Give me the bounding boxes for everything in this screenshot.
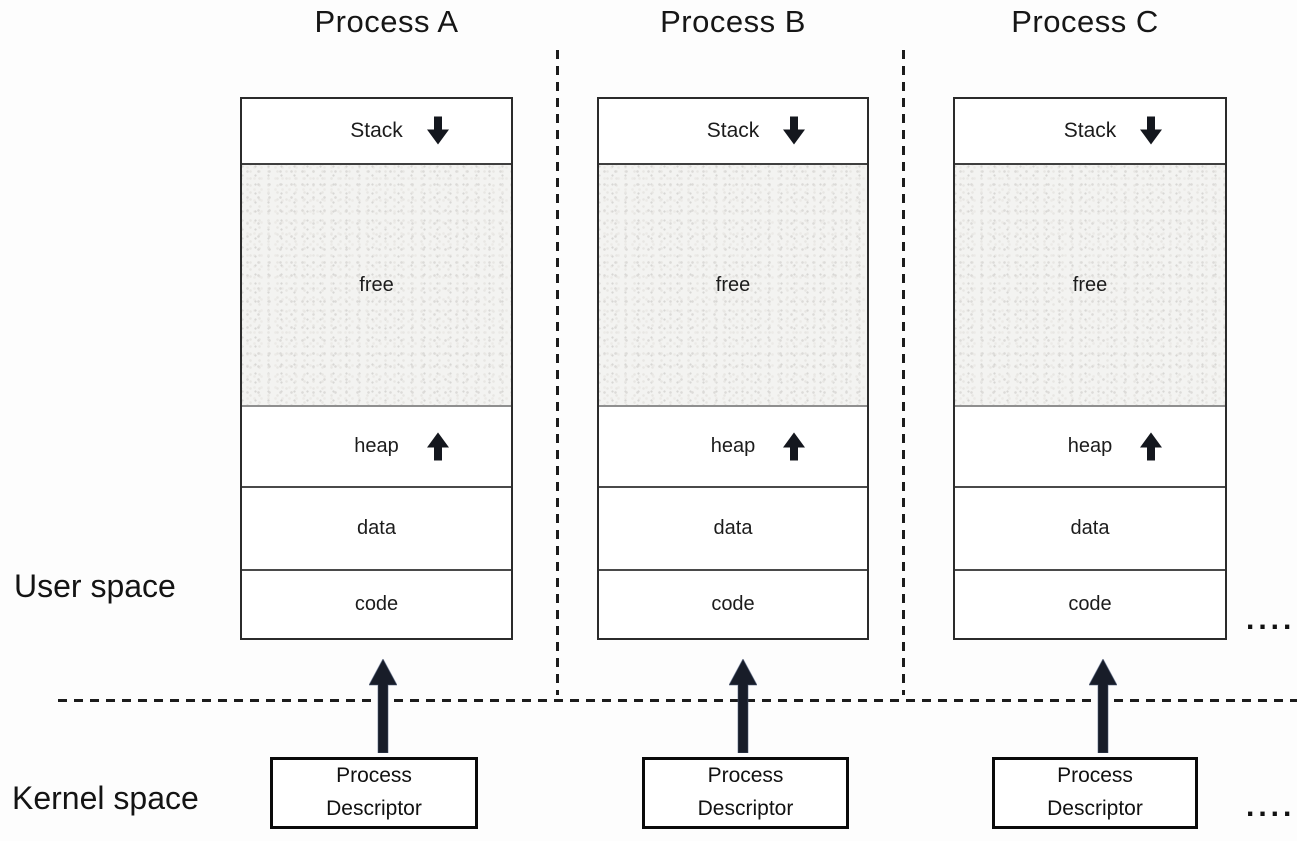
stack-down-arrow-icon: [1140, 116, 1162, 145]
code-section: code: [599, 571, 867, 638]
data-label: data: [713, 517, 753, 539]
data-label: data: [357, 517, 396, 539]
descriptor-line2: Descriptor: [326, 797, 422, 820]
descriptor-up-arrow-icon: [728, 657, 758, 754]
descriptor-line1: Process: [1057, 764, 1133, 788]
free-label: free: [715, 273, 751, 296]
process-a-title: Process A: [314, 4, 459, 39]
code-section: code: [242, 571, 511, 638]
free-label: free: [1072, 273, 1108, 296]
descriptor-line2: Descriptor: [697, 797, 794, 820]
user-kernel-boundary-line: [58, 699, 1297, 702]
kernel-space-label: Kernel space: [12, 780, 199, 816]
code-section: code: [955, 571, 1225, 638]
data-section: data: [955, 488, 1225, 571]
data-label: data: [1070, 517, 1110, 539]
heap-section: heap: [955, 407, 1225, 488]
heap-label: heap: [354, 435, 399, 457]
process-a-descriptor-box: Process Descriptor: [270, 757, 478, 829]
heap-up-arrow-icon: [1140, 431, 1162, 460]
process-c-title: Process C: [1011, 4, 1159, 39]
code-label: code: [354, 593, 399, 615]
stack-label: Stack: [706, 119, 760, 142]
descriptor-line1: Process: [336, 764, 412, 788]
stack-label: Stack: [350, 119, 403, 142]
more-descriptors-ellipsis: .....: [1246, 790, 1297, 823]
descriptor-up-arrow-icon: [1088, 657, 1118, 754]
heap-section: heap: [599, 407, 867, 488]
heap-label: heap: [710, 435, 756, 457]
heap-up-arrow-icon: [783, 431, 805, 460]
heap-section: heap: [242, 407, 511, 488]
stack-down-arrow-icon: [783, 116, 805, 145]
data-section: data: [242, 488, 511, 571]
more-processes-ellipsis: .....: [1246, 603, 1297, 636]
stack-section: Stack: [599, 99, 867, 165]
free-section: free: [955, 165, 1225, 407]
heap-label: heap: [1067, 435, 1113, 457]
heap-up-arrow-icon: [426, 431, 449, 460]
stack-label: Stack: [1063, 119, 1117, 142]
free-label: free: [359, 273, 394, 296]
user-space-label: User space: [14, 568, 176, 604]
stack-section: Stack: [955, 99, 1225, 165]
descriptor-line2: Descriptor: [1047, 797, 1143, 820]
process-c-descriptor-box: Process Descriptor: [992, 757, 1198, 829]
data-section: data: [599, 488, 867, 571]
process-b-descriptor-box: Process Descriptor: [642, 757, 849, 829]
process-b-memory-column: Stack free heap data code: [597, 97, 869, 640]
code-label: code: [1068, 593, 1112, 615]
process-divider-line-1: [556, 50, 559, 695]
code-label: code: [711, 593, 755, 615]
process-b-title: Process B: [660, 4, 806, 39]
process-a-memory-column: Stack free heap data code: [240, 97, 513, 640]
descriptor-line1: Process: [707, 764, 784, 788]
free-section: free: [599, 165, 867, 407]
stack-section: Stack: [242, 99, 511, 165]
process-c-memory-column: Stack free heap data code: [953, 97, 1227, 640]
stack-down-arrow-icon: [426, 116, 449, 145]
process-divider-line-2: [902, 50, 905, 695]
free-section: free: [242, 165, 511, 407]
descriptor-up-arrow-icon: [368, 657, 398, 754]
